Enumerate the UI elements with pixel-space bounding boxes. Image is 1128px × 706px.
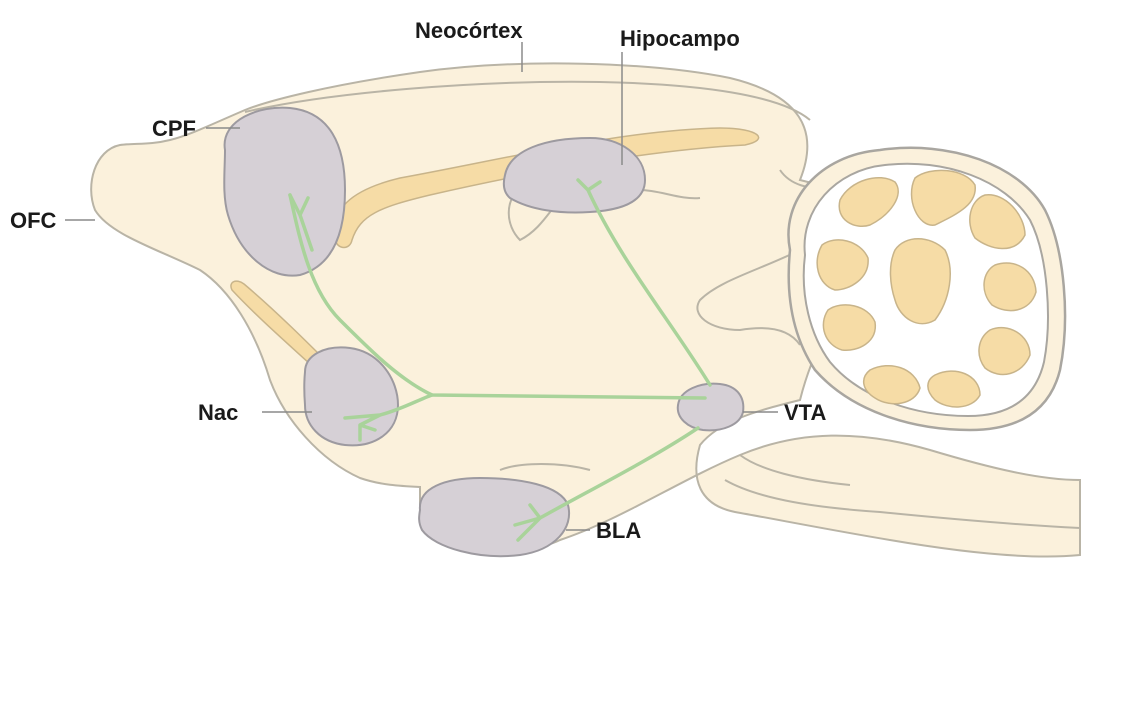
label-ofc: OFC — [10, 208, 57, 233]
label-vta: VTA — [784, 400, 826, 425]
label-nac: Nac — [198, 400, 238, 425]
vta-region — [678, 384, 744, 431]
bla-region — [419, 478, 569, 556]
label-neocortex: Neocórtex — [415, 18, 523, 43]
label-cpf: CPF — [152, 116, 196, 141]
label-hippocampus: Hipocampo — [620, 26, 740, 51]
label-bla: BLA — [596, 518, 641, 543]
cerebellum — [788, 148, 1065, 430]
